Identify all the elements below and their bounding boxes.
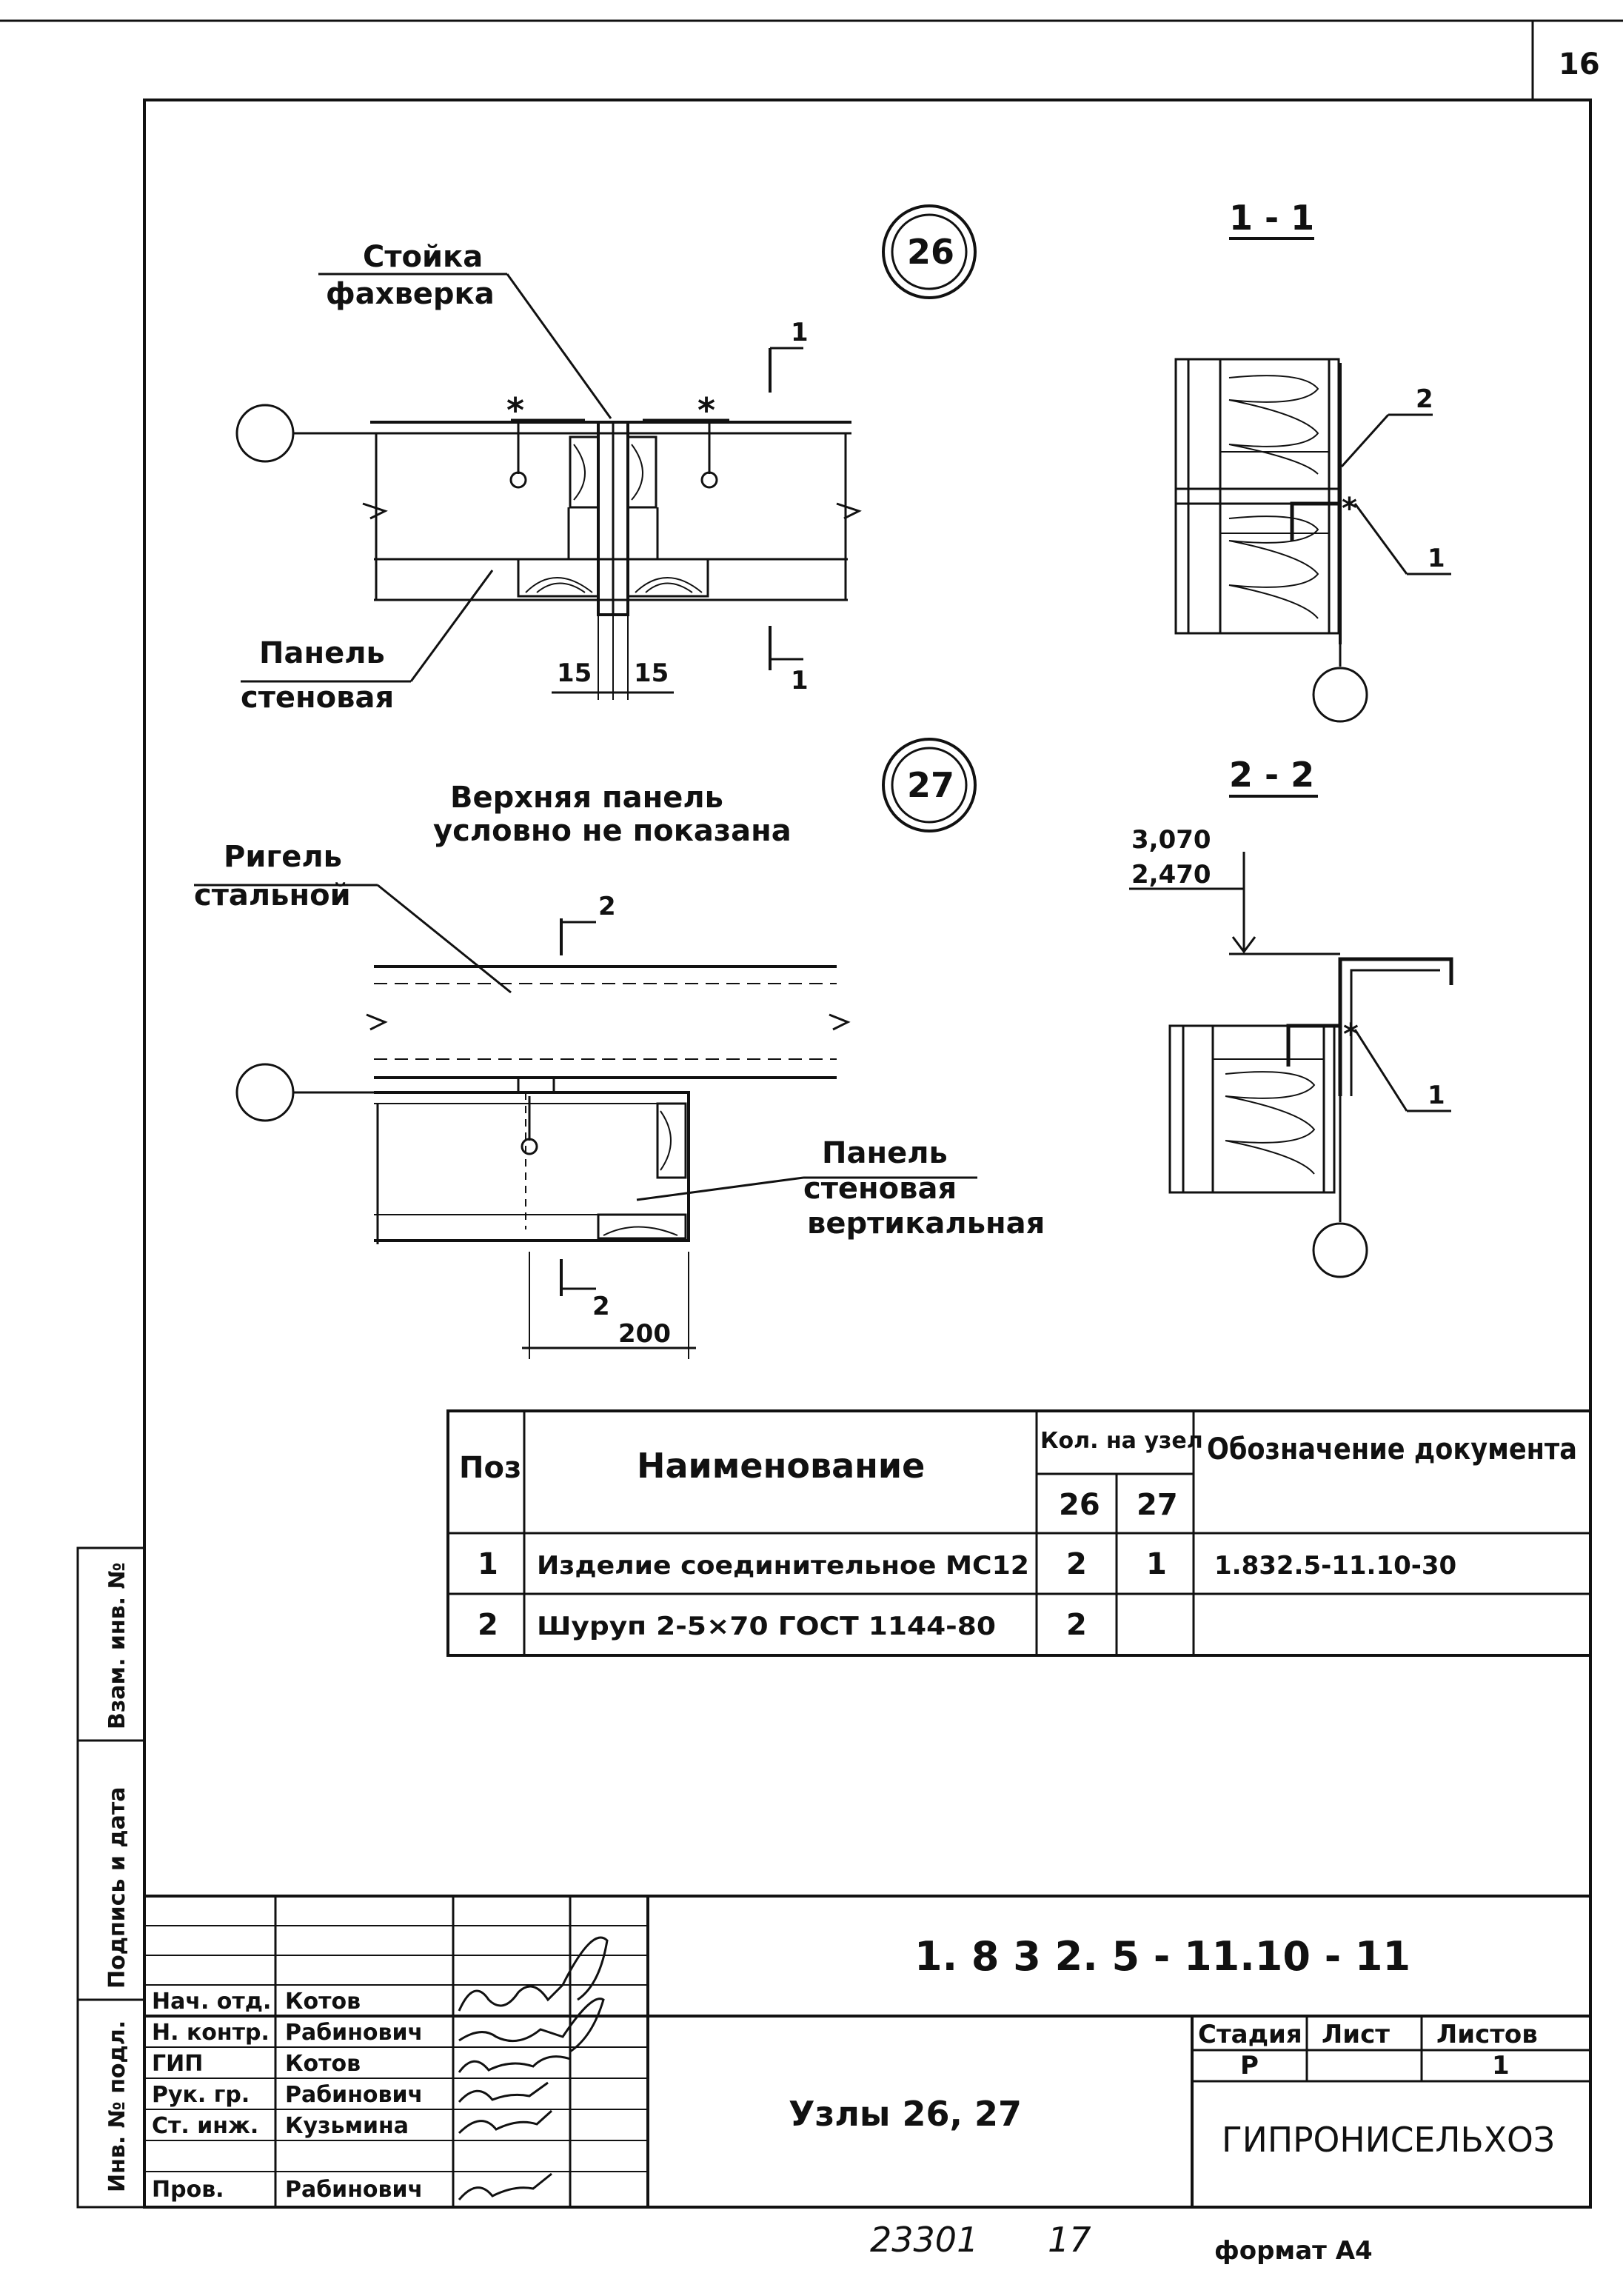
person-name: Котов [285,2051,361,2077]
margin-podpis-data: Подпись и дата [104,1787,130,1989]
row-1-q27: 1 [1146,1547,1167,1581]
label-panel-1: Панель [259,636,385,670]
margin-vzam-inv: Взам. инв. № [104,1562,130,1729]
signature-row: Пров. Рабинович [152,2177,423,2203]
table-header-qty: Кол. на узел [1040,1428,1203,1454]
role: Рук. гр. [152,2082,250,2108]
sheet-frame [0,19,1623,2209]
table-header-name: Наименование [637,1446,925,1486]
label-panel-vert-1: Панель [822,1136,948,1170]
person-name: Котов [285,1989,361,2015]
person-name: Кузьмина [285,2113,409,2139]
cut-mark-2-top: 2 [598,892,616,921]
node-26-detail [235,204,977,700]
signature-row: Рук. гр. Рабинович [152,2082,423,2108]
role: ГИП [152,2051,203,2077]
section-1-1 [1174,237,1451,723]
org-name: ГИПРОНИСЕЛЬХОЗ [1222,2120,1555,2160]
signature-row: Нач. отд. Котов [152,1989,361,2015]
elev-bottom: 2,470 [1131,860,1211,890]
dim-15-right: 15 [634,658,669,688]
stage-value: Р [1240,2051,1259,2080]
section-2-2-title: 2 - 2 [1229,755,1314,795]
lists-header: Листов [1436,2020,1538,2049]
node-27-detail [194,738,977,1359]
section-2-2-callout-1: 1 [1428,1081,1445,1110]
label-rigel-2: стальной [194,878,351,912]
axis-bubble-1-1 [1312,667,1368,723]
elev-top: 3,070 [1131,825,1211,855]
row-1-doc: 1.832.5-11.10-30 [1214,1551,1456,1581]
sheet-title: Узлы 26, 27 [789,2094,1022,2134]
note-line-2: условно не показана [433,814,792,848]
label-stoika-1: Стойка [363,240,483,274]
table-row: 2 Шуруп 2-5×70 ГОСТ 1144-80 2 [478,1608,1087,1642]
axis-bubble [235,404,295,463]
format-label: формат А4 [1214,2236,1373,2266]
section-1-1-weld: * [1342,492,1357,526]
lists-value: 1 [1492,2051,1510,2080]
table-row: 1 Изделие соединительное МС12 2 1 1.832.… [478,1547,1456,1581]
row-1-name: Изделие соединительное МС12 [537,1551,1029,1581]
table-header-doc-text: Обозначение документа [1207,1432,1577,1466]
spec-table [446,1409,1592,1657]
bottom-note-copy: 17 [1048,2220,1091,2260]
person-name: Рабинович [285,2020,423,2046]
weld-mark-right: * [697,390,715,430]
section-1-1-callout-1: 1 [1428,544,1445,573]
node-26-label: 26 [907,232,954,272]
section-2-2-weld: * [1343,1018,1359,1052]
row-1-pos: 1 [478,1547,498,1581]
handwritten-signatures [458,1936,609,2200]
section-1-1-title: 1 - 1 [1229,198,1314,238]
row-2-pos: 2 [478,1608,498,1642]
row-2-name: Шуруп 2-5×70 ГОСТ 1144-80 [537,1612,996,1641]
label-panel-vert-2: стеновая [803,1172,957,1206]
doc-code: 1. 8 3 2. 5 - 11.10 - 11 [914,1933,1410,1980]
table-header-qty-26: 26 [1059,1488,1100,1522]
weld-mark-left: * [506,390,524,430]
cut-mark-1-bottom: 1 [791,666,809,695]
node-27-circle [882,738,977,832]
person-name: Рабинович [285,2082,423,2108]
stage-header: Стадия [1198,2020,1302,2049]
signature-row: Н. контр. Рабинович [152,2020,423,2046]
section-2-2 [1129,795,1453,1278]
role: Ст. инж. [152,2113,258,2139]
label-panel-vert-3: вертикальная [807,1207,1045,1241]
label-panel-2: стеновая [241,681,394,715]
label-rigel-1: Ригель [224,840,342,874]
axis-bubble-27 [235,1063,295,1122]
row-2-q26: 2 [1066,1608,1087,1642]
title-block [144,1895,1590,2207]
margin-inv-podl: Инв. № подл. [104,2020,130,2192]
section-1-1-callout-2: 2 [1416,384,1433,414]
table-header-qty-27: 27 [1137,1488,1178,1522]
axis-bubble-2-2 [1312,1222,1368,1278]
bottom-note-number: 23301 [870,2220,978,2260]
note-line-1: Верхняя панель [450,781,723,815]
table-header-doc: Обозначение документа [1207,1432,1577,1466]
cut-mark-2-bottom: 2 [592,1292,610,1321]
node-26-circle [882,204,977,299]
label-stoika-2: фахверка [326,277,495,311]
table-header-pos: Поз [459,1451,521,1485]
role: Н. контр. [152,2020,270,2046]
list-header: Лист [1322,2020,1390,2049]
signature-row: ГИП Котов [152,2051,361,2077]
dim-200: 200 [618,1319,671,1349]
signature-row: Ст. инж. Кузьмина [152,2113,409,2139]
node-27-label: 27 [907,765,954,805]
left-margin-stamp [76,1546,146,2209]
person-name: Рабинович [285,2177,423,2203]
dim-15-left: 15 [557,658,592,688]
cut-mark-1-top: 1 [791,318,809,347]
row-1-q26: 2 [1066,1547,1087,1581]
page-number: 16 [1559,47,1600,81]
role: Пров. [152,2177,224,2203]
role: Нач. отд. [152,1989,271,2015]
